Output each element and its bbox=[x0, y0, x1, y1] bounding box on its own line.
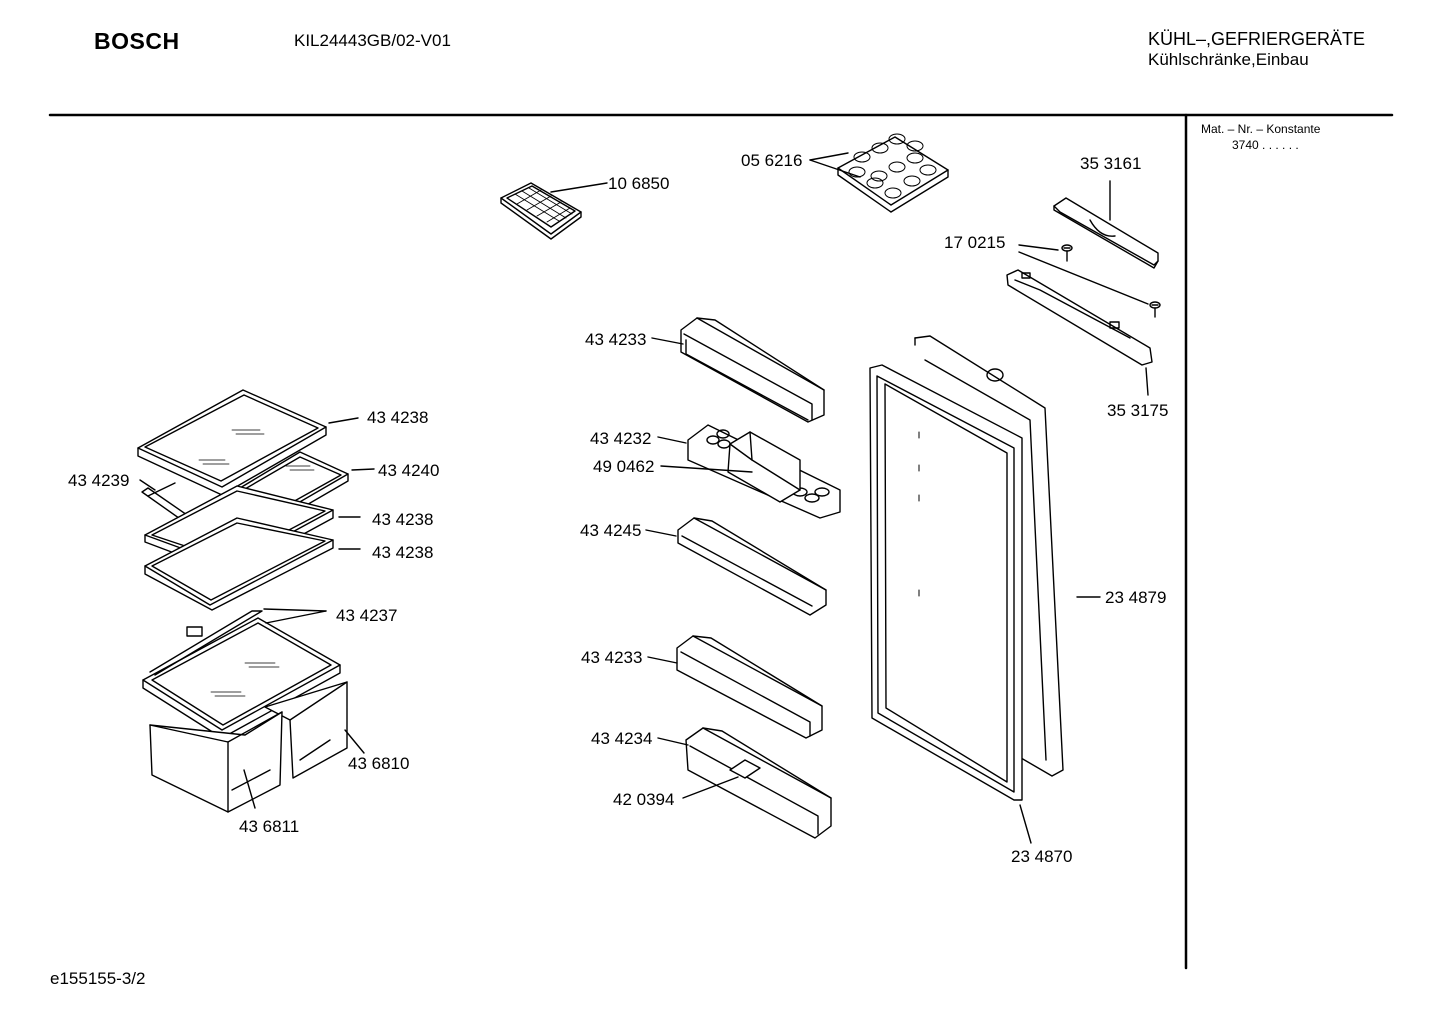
crisper-drawer-right-part bbox=[264, 681, 348, 779]
callout-43-6810[interactable]: 43 6810 bbox=[348, 754, 410, 773]
callout-35-3175[interactable]: 35 3175 bbox=[1107, 401, 1169, 420]
glass-shelf-lower-part bbox=[144, 517, 334, 611]
door-gasket-part bbox=[869, 364, 1023, 801]
callout-23-4879[interactable]: 23 4879 bbox=[1105, 588, 1167, 607]
callout-43-4234[interactable]: 43 4234 bbox=[591, 729, 653, 748]
model-number: KIL24443GB/02-V01 bbox=[294, 31, 451, 50]
callout-43-4233-bottom[interactable]: 43 4233 bbox=[581, 648, 643, 667]
screw-part-1 bbox=[1061, 244, 1073, 262]
callout-43-4238-b[interactable]: 43 4238 bbox=[372, 510, 434, 529]
callout-43-4232[interactable]: 43 4232 bbox=[590, 429, 652, 448]
material-label: Mat. – Nr. – Konstante bbox=[1201, 122, 1321, 136]
hinge-cover-part bbox=[1053, 197, 1159, 269]
category-title: KÜHL–,GEFRIERGERÄTE bbox=[1148, 29, 1366, 49]
callout-43-4240[interactable]: 43 4240 bbox=[378, 461, 440, 480]
callout-05-6216[interactable]: 05 6216 bbox=[741, 151, 803, 170]
callout-43-4239[interactable]: 43 4239 bbox=[68, 471, 130, 490]
ice-tray-part bbox=[500, 182, 582, 240]
callout-42-0394[interactable]: 42 0394 bbox=[613, 790, 675, 809]
door-bin-top-part bbox=[680, 317, 825, 423]
callout-35-3161[interactable]: 35 3161 bbox=[1080, 154, 1142, 173]
callout-49-0462[interactable]: 49 0462 bbox=[593, 457, 655, 476]
dairy-lid-part bbox=[727, 431, 801, 503]
brand-logo: BOSCH bbox=[94, 28, 180, 54]
category-subtitle: Kühlschränke,Einbau bbox=[1148, 50, 1309, 69]
drawing-id: e155155-3/2 bbox=[50, 969, 146, 988]
callout-43-4238-a[interactable]: 43 4238 bbox=[367, 408, 429, 427]
callout-43-4233-top[interactable]: 43 4233 bbox=[585, 330, 647, 349]
hinge-bracket-part bbox=[1006, 269, 1153, 366]
callout-43-4245[interactable]: 43 4245 bbox=[580, 521, 642, 540]
bottle-divider-part bbox=[729, 759, 761, 779]
bottle-bin-part bbox=[685, 727, 832, 839]
callout-23-4870[interactable]: 23 4870 bbox=[1011, 847, 1073, 866]
door-bin-middle-part bbox=[677, 517, 827, 616]
egg-tray-part bbox=[837, 133, 949, 213]
door-bin-bottom-part bbox=[676, 635, 823, 739]
callout-43-4237[interactable]: 43 4237 bbox=[336, 606, 398, 625]
material-value: 3740 . . . . . . bbox=[1232, 138, 1299, 152]
callout-43-6811[interactable]: 43 6811 bbox=[239, 817, 300, 836]
screw-part-2 bbox=[1149, 301, 1161, 318]
callout-17-0215[interactable]: 17 0215 bbox=[944, 233, 1006, 252]
callout-10-6850[interactable]: 10 6850 bbox=[608, 174, 670, 193]
callout-43-4238-c[interactable]: 43 4238 bbox=[372, 543, 434, 562]
